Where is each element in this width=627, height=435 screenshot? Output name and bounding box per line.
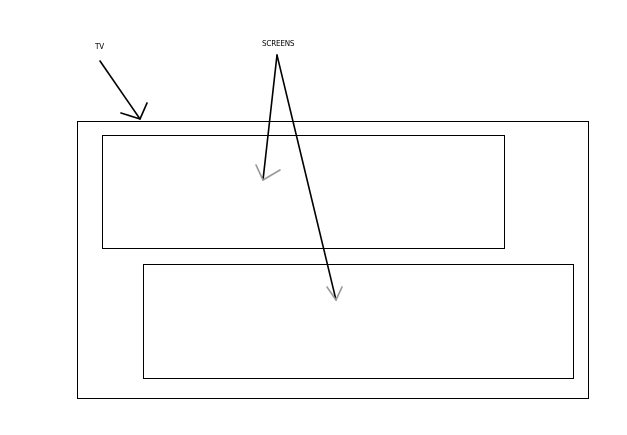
lower-screen-arrow: [276, 54, 343, 301]
upper-screen: [102, 135, 505, 249]
upper-screen-arrow: [255, 54, 281, 181]
tv-label: TV: [94, 42, 104, 51]
lower-screen: [143, 264, 574, 379]
screens-label: SCREENS: [262, 39, 295, 48]
tv-frame: [77, 121, 589, 399]
tv-arrow: [99, 60, 148, 120]
